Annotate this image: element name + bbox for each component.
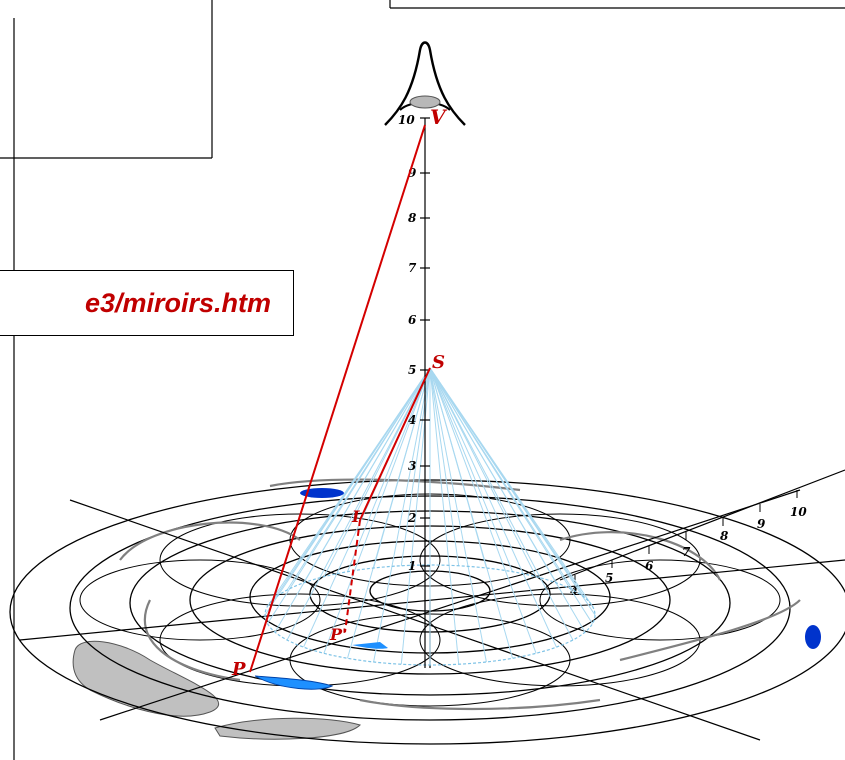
cone-ray (429, 367, 557, 648)
label-source: S (432, 352, 445, 373)
vertical-axis-labels: 1 2 3 4 5 6 7 8 9 10 (398, 113, 417, 573)
cone-ray (286, 367, 431, 591)
ray-i-to-p-prime (344, 519, 361, 633)
v-tick-label: 2 (407, 511, 416, 525)
h-tick-label: 7 (682, 545, 691, 559)
cone-base (264, 564, 596, 666)
ray-source-to-i (359, 367, 431, 521)
cone-ray (429, 367, 593, 607)
cone-ray (347, 367, 431, 572)
v-tick-label: 7 (408, 261, 417, 275)
v-tick-label: 5 (408, 363, 416, 377)
cone-ray (429, 367, 487, 569)
url-text[interactable]: e3/miroirs.htm (84, 287, 271, 318)
reflection-patch-top (300, 488, 344, 498)
v-tick-label: 8 (408, 211, 417, 225)
cone-ray (429, 367, 537, 654)
ground-shadows (72, 640, 361, 740)
reflections (254, 488, 821, 690)
label-point-p: P (231, 659, 246, 680)
url-banner: e3/miroirs.htm (0, 270, 294, 336)
h-tick-label: 5 (605, 571, 613, 585)
cone-ray (429, 367, 537, 577)
cone-ray (274, 367, 431, 599)
cone-ray (429, 367, 574, 591)
cone-ray (373, 367, 431, 663)
v-tick-label: 10 (398, 113, 415, 127)
cone-ray (429, 367, 460, 566)
cone-ray (429, 367, 460, 665)
cone-ray (323, 367, 431, 654)
label-point-i: I (351, 507, 360, 526)
reflection-patch-center (352, 642, 388, 649)
horizontal-axis-ticks (574, 490, 798, 583)
h-tick-label: 9 (757, 517, 766, 531)
cone-ray (429, 367, 487, 663)
grey-contours (119, 478, 801, 711)
label-point-p-prime: P' (329, 625, 347, 644)
h-tick-label: 6 (645, 559, 654, 573)
reflection-patch-right (805, 625, 821, 649)
label-viewer: V (430, 105, 448, 129)
cone-ray (429, 367, 557, 584)
ground-axes (19, 469, 845, 741)
cone-ray (373, 367, 431, 569)
v-tick-label: 4 (408, 413, 416, 427)
cone-ray (429, 367, 513, 572)
cone-ray (323, 367, 431, 577)
shadow-bottom (214, 717, 361, 740)
v-tick-label: 1 (408, 559, 416, 573)
v-tick-label: 3 (408, 459, 416, 473)
eye-icon (384, 41, 466, 126)
light-rays (249, 124, 431, 673)
horizontal-axis-labels: 4 5 6 7 8 9 10 (570, 505, 807, 598)
light-cone (264, 367, 596, 665)
ray-viewer-to-p (249, 124, 426, 673)
cone-ray (303, 367, 431, 584)
reflection-patch-left (254, 675, 334, 690)
v-tick-label: 6 (408, 313, 417, 327)
cone-ray (286, 367, 431, 641)
h-tick-label: 8 (720, 529, 729, 543)
cone-ray (429, 367, 574, 641)
h-tick-label: 10 (790, 505, 807, 519)
v-tick-label: 9 (408, 166, 417, 180)
